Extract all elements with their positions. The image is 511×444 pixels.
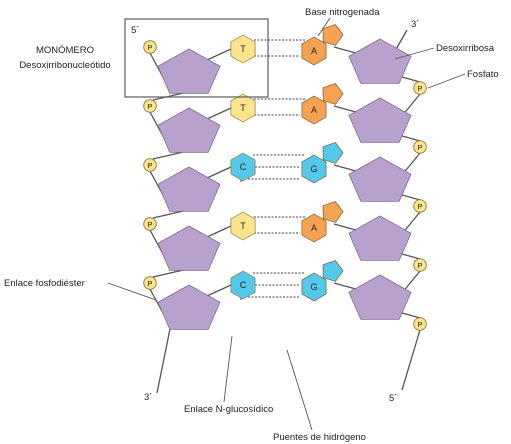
base-A [301,36,327,66]
phosphate-left-letter: P [147,279,152,288]
phosphate-left [143,217,157,231]
phosphate-right [413,258,427,272]
base-G [301,272,327,302]
deoxyribose-left [157,225,221,271]
glycosidic-leader [223,335,233,403]
base-A-ring [322,83,344,105]
deoxyribose-right [348,215,412,261]
phosphate-left [143,99,157,113]
strand-end [394,29,408,52]
base-A-letter: A [311,105,317,115]
monomer-box [124,18,269,98]
base-T [230,211,256,241]
glycosidic-bond [206,225,232,238]
base-A-ring [322,201,344,223]
phosphate-label: Fosfato [467,69,499,80]
base-A-letter: A [311,46,317,56]
base-A-letter: A [311,223,317,233]
glycosidic-bond [206,107,232,120]
phosphate-left [143,276,157,290]
phosphate-left [143,40,157,54]
glycosidic-bond [206,48,232,61]
deoxyribose-left [157,166,221,212]
strand-end [401,329,421,391]
phosphodiester-label: Enlace fosfodiéster [4,278,85,289]
deoxyribose-left [157,284,221,330]
phosphate-left-letter: P [147,161,152,170]
deoxyribose-left [157,107,221,153]
base-G-letter: G [310,282,317,292]
three-prime-top-label: 3´ [411,19,419,30]
nucleotides: T A P P T A P P C G P P T A P P C G P P [143,24,427,331]
phosphate-right-letter: P [417,143,422,152]
base-G-ring [322,260,344,282]
phosphate-left-letter: P [147,102,152,111]
hydrogen-label: Puentes de hidrógeno [273,432,366,443]
five-prime-top-label: 5´ [131,25,139,36]
base-C-letter: C [240,280,247,290]
deoxyribose-right [348,97,412,143]
base-A [301,95,327,125]
phosphate-right [413,140,427,154]
deoxyribose-right [348,274,412,320]
phosphate-right [413,317,427,331]
glycosidic-bond [206,166,232,179]
glycosidic-label: Enlace N-glucosídico [184,404,273,415]
glycosidic-bond [206,284,232,297]
base-A [301,213,327,243]
phosphate-right-letter: P [417,320,422,329]
base-T [230,93,256,123]
base-T-letter: T [240,103,246,113]
sugar-leader [394,47,435,60]
three-prime-bottom-label: 3´ [144,392,152,403]
hydrogen-leader [286,349,313,431]
base-T [230,34,256,64]
five-prime-bottom-label: 5´ [389,393,397,404]
deoxyribose-right [348,156,412,202]
base-G-ring [322,142,344,164]
phosphate-leader [427,73,466,89]
phosphate-left-letter: P [147,43,152,52]
deoxyribose-left [157,48,221,94]
base-leader [317,17,331,37]
phosphate-left [143,158,157,172]
phosphate-right [413,199,427,213]
phosphate-left-letter: P [147,220,152,229]
sugar-label: Desoxirribosa [436,43,495,54]
base-T-letter: T [240,221,246,231]
phosphate-right-letter: P [417,84,422,93]
base-T-letter: T [240,44,246,54]
monomer-subtitle: Desoxirribonucleótido [19,60,110,71]
hydrogen-bonds [240,39,305,300]
base-G [301,154,327,184]
deoxyribose-right [348,38,412,84]
phosphodiester-leader [107,282,157,301]
base-label: Base nitrogenada [305,7,380,18]
base-A-ring [322,24,344,46]
monomer-title: MONÓMERO [36,45,94,56]
strand-end [156,328,171,394]
phosphate-right-letter: P [417,261,422,270]
base-C [230,152,256,182]
phosphate-right-letter: P [417,202,422,211]
base-G-letter: G [310,164,317,174]
base-C [230,270,256,300]
phosphate-right [413,81,427,95]
base-C-letter: C [240,162,247,172]
